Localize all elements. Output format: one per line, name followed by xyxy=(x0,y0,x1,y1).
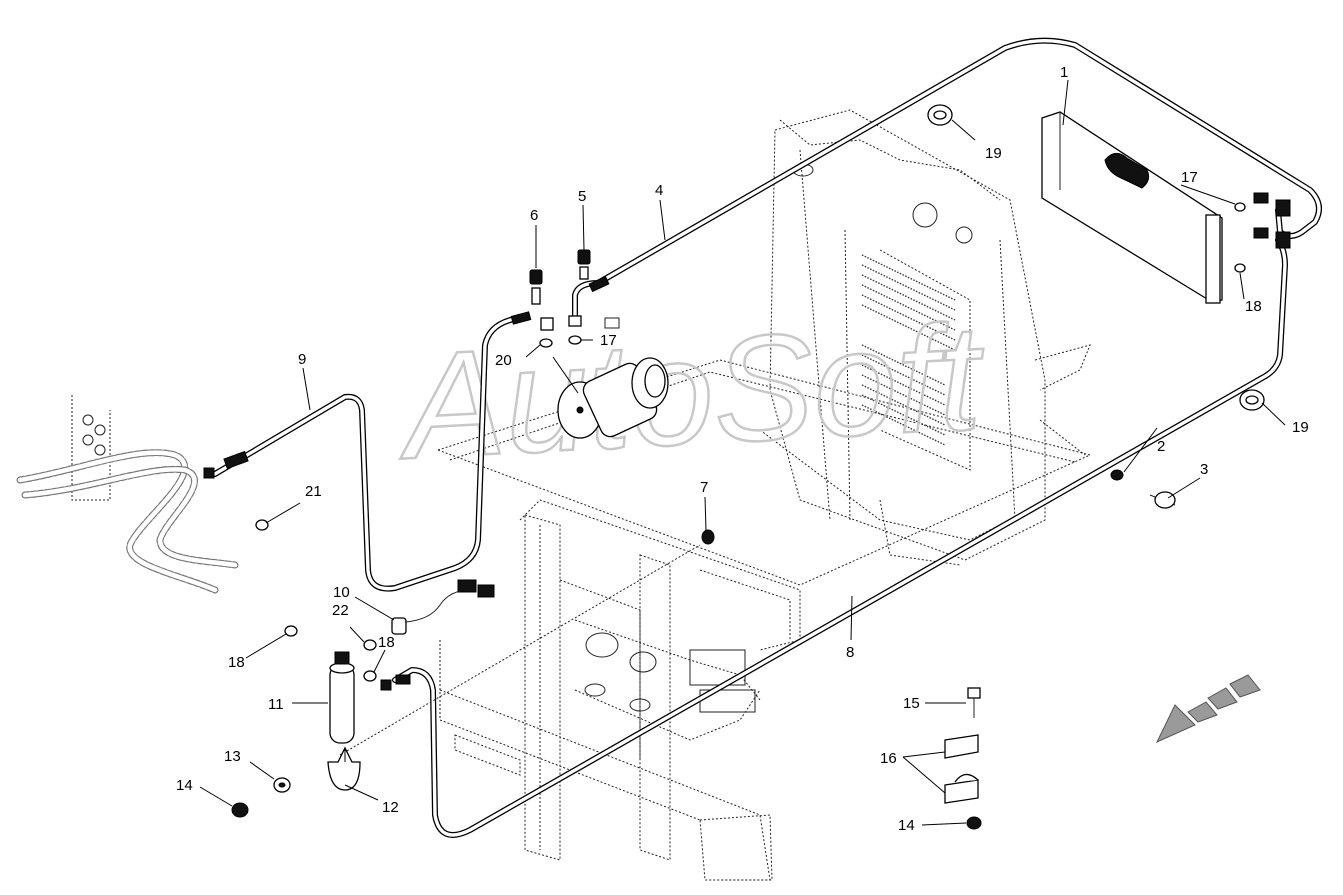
washer-2 xyxy=(1110,469,1124,481)
refrigerant-lines xyxy=(212,37,1322,838)
callout-4: 4 xyxy=(655,182,663,199)
grommet-right xyxy=(1239,389,1265,411)
pipe-clamp-assembly xyxy=(944,687,982,830)
callout-8: 8 xyxy=(846,644,854,661)
callout-14-left: 14 xyxy=(176,777,193,794)
callout-18-condenser: 18 xyxy=(1245,298,1262,315)
callout-16: 16 xyxy=(880,750,897,767)
callout-21: 21 xyxy=(305,483,322,500)
callout-14-clamp: 14 xyxy=(898,817,915,834)
callout-labels: 1 2 3 4 5 6 7 8 9 10 11 12 13 14 14 15 1… xyxy=(176,64,1309,834)
callout-17-compressor: 17 xyxy=(600,332,617,349)
o-rings xyxy=(255,202,1246,682)
machine-frame xyxy=(16,109,1092,881)
callout-6: 6 xyxy=(530,207,538,224)
callout-12: 12 xyxy=(382,799,399,816)
callout-13: 13 xyxy=(224,748,241,765)
callout-11: 11 xyxy=(268,696,284,713)
radiator-grille xyxy=(861,254,956,446)
callout-20: 20 xyxy=(495,352,512,369)
cap-5 xyxy=(577,249,591,280)
hose-fittings xyxy=(203,192,1291,691)
callout-3: 3 xyxy=(1200,461,1208,478)
callout-2: 2 xyxy=(1157,438,1165,455)
watermark: AutoSoft xyxy=(393,292,990,491)
callout-19-top: 19 xyxy=(985,145,1002,162)
callout-10: 10 xyxy=(333,584,350,601)
callout-7: 7 xyxy=(700,479,708,496)
nut-14 xyxy=(231,802,249,818)
callout-5: 5 xyxy=(578,188,586,205)
washer-13 xyxy=(273,777,291,793)
bolt-3 xyxy=(1149,491,1176,509)
callout-18-drier: 18 xyxy=(378,634,395,651)
receiver-drier xyxy=(329,651,355,744)
leader-lines xyxy=(199,79,1286,826)
callout-17-condenser: 17 xyxy=(1181,169,1198,186)
grommet-top xyxy=(927,104,953,126)
front-direction-arrow-icon xyxy=(1155,674,1261,744)
ghost-engine-block xyxy=(71,395,111,501)
callout-22: 22 xyxy=(332,602,349,619)
pressure-switch xyxy=(391,579,495,635)
screw-7 xyxy=(701,529,715,545)
callout-9: 9 xyxy=(298,351,306,368)
control-valve-block xyxy=(574,619,761,741)
condenser xyxy=(1041,111,1223,304)
callout-19-right: 19 xyxy=(1292,419,1309,436)
cap-6 xyxy=(529,269,543,305)
callout-18-left: 18 xyxy=(228,654,245,671)
ac-compressor xyxy=(552,317,669,439)
drier-bracket xyxy=(327,746,361,791)
callout-1: 1 xyxy=(1060,64,1068,81)
callout-15: 15 xyxy=(903,695,920,712)
